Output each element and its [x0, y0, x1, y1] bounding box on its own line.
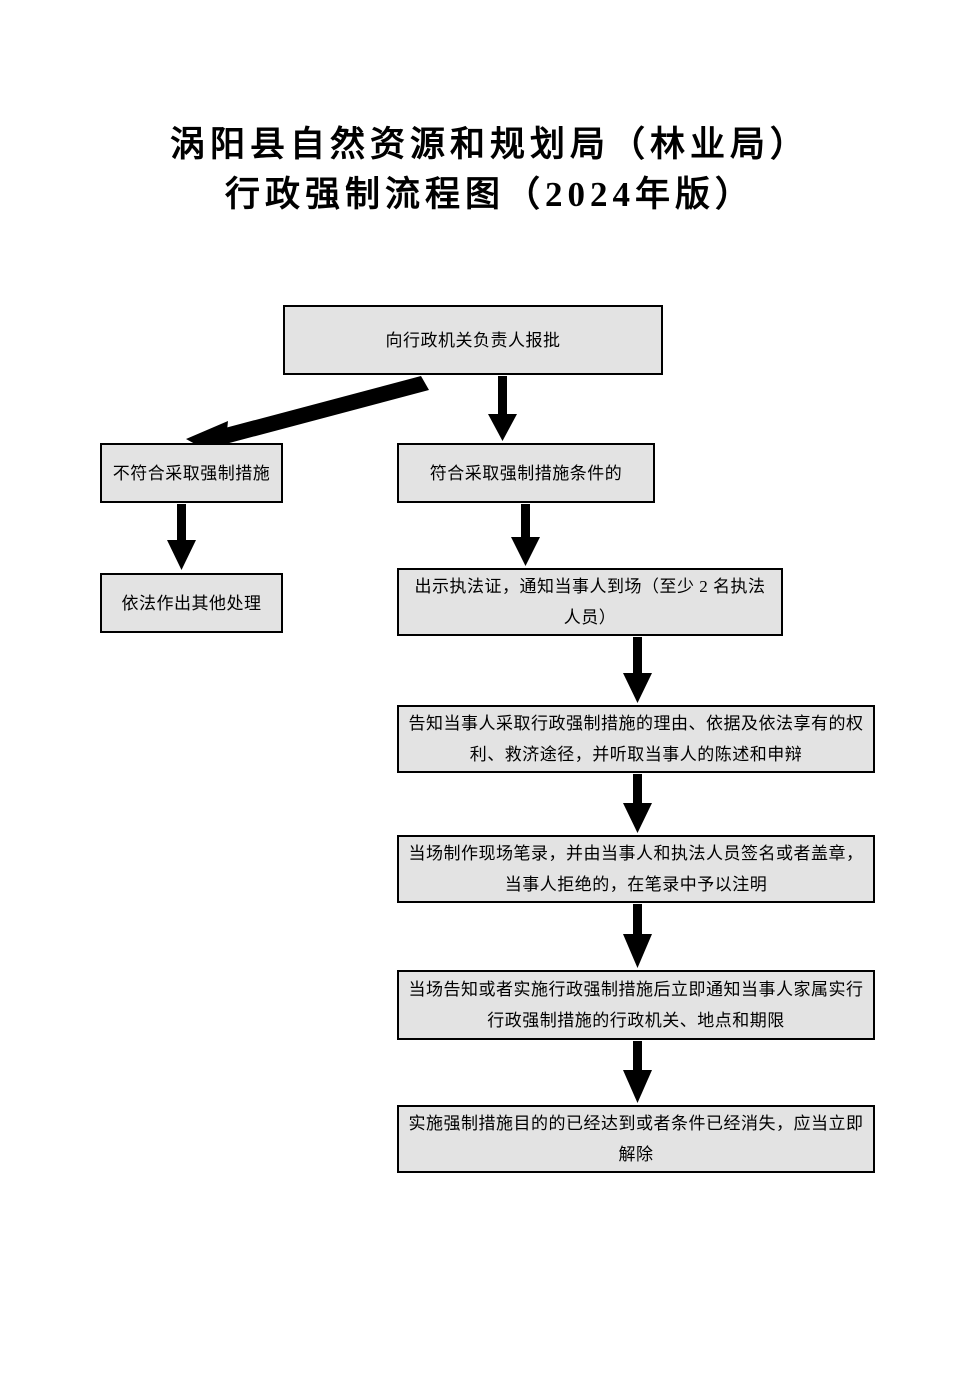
flow-node-qualified[interactable]: 符合采取强制措施条件的: [397, 443, 655, 503]
flow-node-notify-family[interactable]: 当场告知或者实施行政强制措施后立即通知当事人家属实行行政强制措施的行政机关、地点…: [397, 970, 875, 1040]
flow-node-inform-rights[interactable]: 告知当事人采取行政强制措施的理由、依据及依法享有的权利、救济途径，并听取当事人的…: [397, 705, 875, 773]
flow-node-not-qualified[interactable]: 不符合采取强制措施: [100, 443, 283, 503]
title-line-1: 涡阳县自然资源和规划局（林业局）: [169, 125, 810, 164]
flow-node-inform-rights-label: 告知当事人采取行政强制措施的理由、依据及依法享有的权利、救济途径，并听取当事人的…: [408, 714, 864, 764]
flow-node-approval-label: 向行政机关负责人报批: [385, 330, 561, 350]
page-title: 涡阳县自然资源和规划局（林业局） 行政强制流程图（2024年版）: [0, 120, 980, 220]
edge-show-id-to-inform-rights: [623, 637, 652, 703]
edge-approval-to-qualified: [488, 376, 517, 441]
flow-node-release-label: 实施强制措施目的的已经达到或者条件已经消失，应当立即解除: [408, 1114, 864, 1164]
title-line-2: 行政强制流程图（2024年版）: [224, 175, 755, 214]
flow-node-not-qualified-label: 不符合采取强制措施: [112, 463, 271, 483]
edge-inform-rights-to-make-record: [623, 774, 652, 833]
edge-qualified-to-show-id: [511, 504, 540, 566]
flow-node-make-record-label: 当场制作现场笔录，并由当事人和执法人员签名或者盖章，当事人拒绝的，在笔录中予以注…: [408, 844, 864, 894]
flow-node-other-handling-label: 依法作出其他处理: [121, 593, 262, 613]
flow-node-make-record[interactable]: 当场制作现场笔录，并由当事人和执法人员签名或者盖章，当事人拒绝的，在笔录中予以注…: [397, 835, 875, 903]
flow-node-approval[interactable]: 向行政机关负责人报批: [283, 305, 663, 375]
flow-node-qualified-label: 符合采取强制措施条件的: [429, 463, 623, 483]
edge-notify-family-to-release: [623, 1041, 652, 1103]
edge-make-record-to-notify-family: [623, 904, 652, 968]
flow-node-release[interactable]: 实施强制措施目的的已经达到或者条件已经消失，应当立即解除: [397, 1105, 875, 1173]
flow-node-notify-family-label: 当场告知或者实施行政强制措施后立即通知当事人家属实行行政强制措施的行政机关、地点…: [408, 980, 864, 1030]
flow-node-show-id-label: 出示执法证，通知当事人到场（至少 2 名执法人员）: [414, 577, 766, 627]
edge-not-qualified-to-other-handling: [167, 504, 196, 570]
flow-node-show-id[interactable]: 出示执法证，通知当事人到场（至少 2 名执法人员）: [397, 568, 783, 636]
flow-node-other-handling[interactable]: 依法作出其他处理: [100, 573, 283, 633]
